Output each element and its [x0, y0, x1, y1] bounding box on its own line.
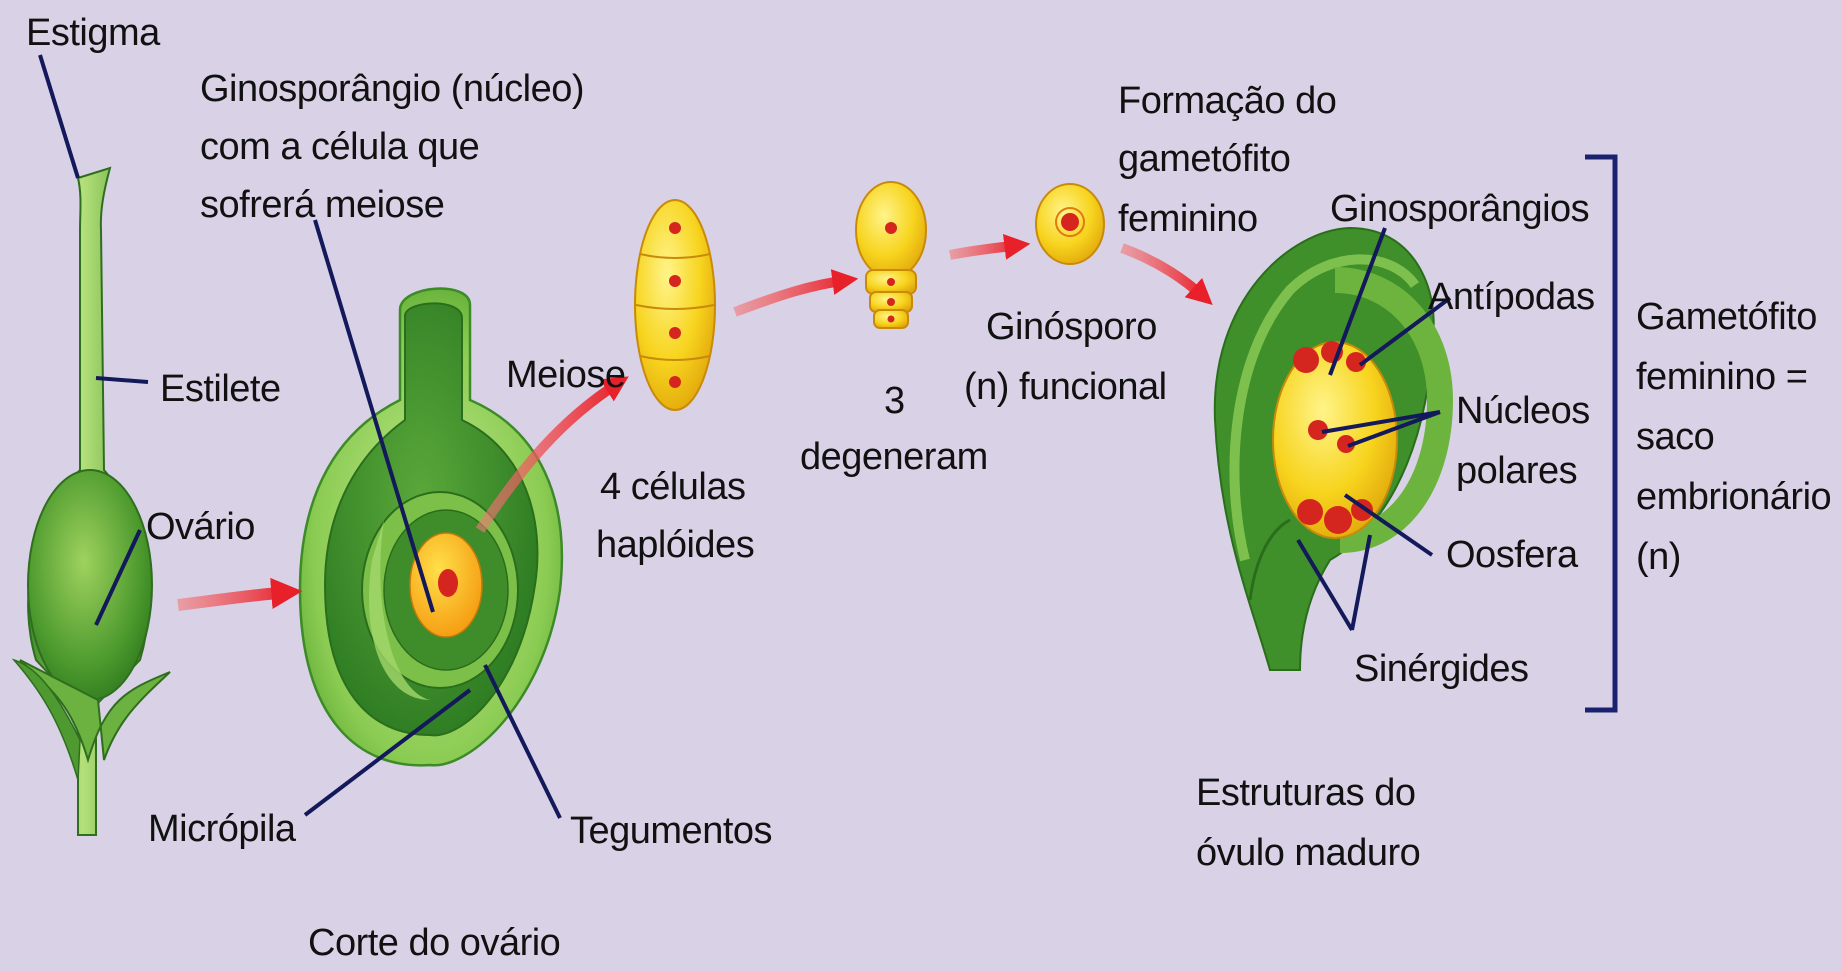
- label-antipodas: Antípodas: [1428, 268, 1595, 326]
- label-degeneram: degeneram: [800, 428, 988, 486]
- label-tres: 3: [884, 372, 905, 430]
- arrow-functional: [950, 245, 1020, 255]
- label-gametofito-line1: Gametófito: [1636, 288, 1817, 346]
- label-gametofito-line5: (n): [1636, 528, 1681, 586]
- label-corte-ovario: Corte do ovário: [308, 914, 560, 972]
- mature-ovule: [1215, 228, 1440, 670]
- arrow-degeneration: [735, 280, 848, 312]
- label-meiose: Meiose: [506, 346, 626, 404]
- label-gametofito-line3: saco: [1636, 408, 1714, 466]
- label-sinergides: Sinérgides: [1354, 640, 1529, 698]
- label-micropila: Micrópila: [148, 800, 296, 858]
- label-estilete: Estilete: [160, 360, 281, 418]
- label-ginosporo-line1: Ginósporo: [986, 298, 1157, 356]
- tetrad-cells: [635, 200, 715, 410]
- label-nucleos-line1: Núcleos: [1456, 382, 1590, 440]
- arrow-gametophyte: [1122, 248, 1205, 298]
- label-ginosporangio-line1: Ginosporângio (núcleo): [200, 60, 584, 118]
- label-nucleos-line2: polares: [1456, 442, 1577, 500]
- label-ovario: Ovário: [146, 498, 255, 556]
- label-formacao-line1: Formação do: [1118, 72, 1336, 130]
- label-ginosporangio-line3: sofrerá meiose: [200, 176, 444, 234]
- label-estruturas-line1: Estruturas do: [1196, 764, 1416, 822]
- label-tegumentos: Tegumentos: [570, 802, 772, 860]
- label-estruturas-line2: óvulo maduro: [1196, 824, 1420, 882]
- label-estigma: Estigma: [26, 4, 160, 62]
- label-quatro-celulas-line1: 4 células: [600, 458, 745, 516]
- label-oosfera: Oosfera: [1446, 526, 1578, 584]
- label-formacao-line2: gametófito: [1118, 130, 1290, 188]
- label-quatro-celulas-line2: haplóides: [596, 516, 754, 574]
- label-ginosporangios: Ginosporângios: [1330, 180, 1589, 238]
- label-formacao-line3: feminino: [1118, 190, 1258, 248]
- functional-spore: [1036, 184, 1104, 264]
- label-gametofito-line2: feminino =: [1636, 348, 1807, 406]
- degenerating-cells: [856, 182, 926, 328]
- label-gametofito-line4: embrionário: [1636, 468, 1831, 526]
- label-ginosporo-line2: (n) funcional: [964, 358, 1167, 416]
- arrow-ovary: [178, 592, 290, 605]
- label-ginosporangio-line2: com a célula que: [200, 118, 479, 176]
